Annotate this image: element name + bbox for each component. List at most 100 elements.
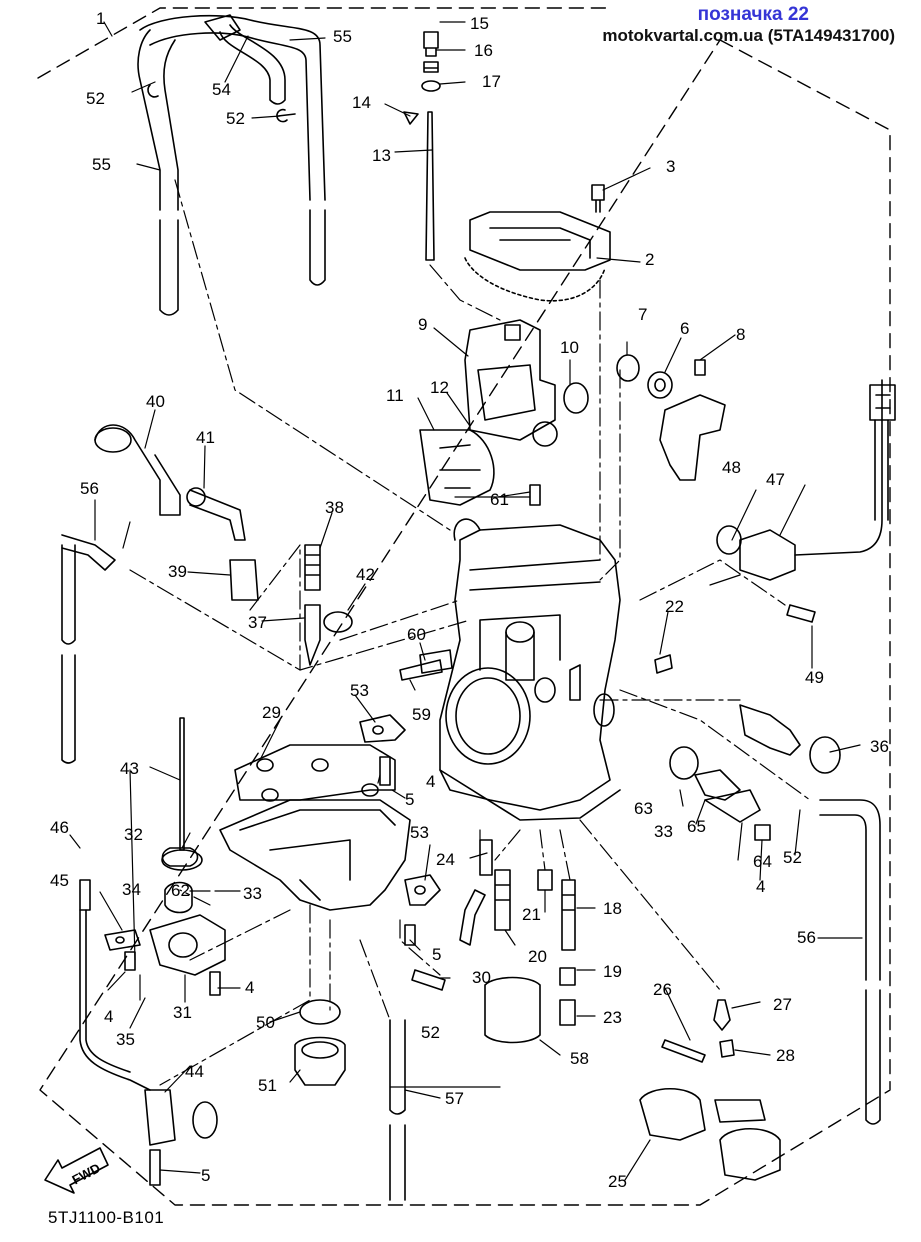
callout-40: 40 — [146, 392, 165, 411]
callout-53: 53 — [410, 823, 429, 842]
assembly-lines — [129, 179, 811, 1086]
callout-20: 20 — [528, 947, 547, 966]
bottom-parts — [294, 999, 781, 1181]
float-bowl — [219, 744, 411, 911]
callout-47: 47 — [766, 470, 785, 489]
callout-25: 25 — [608, 1172, 627, 1191]
throttle-stop-screw-assembly — [403, 31, 441, 261]
callout-52: 52 — [421, 1023, 440, 1042]
callout-51: 51 — [258, 1076, 277, 1095]
callout-6: 6 — [680, 319, 689, 338]
callout-64: 64 — [753, 852, 772, 871]
callout-4: 4 — [245, 978, 254, 997]
callout-55: 55 — [333, 27, 352, 46]
callout-5: 5 — [201, 1166, 210, 1185]
callout-1: 1 — [96, 9, 105, 28]
callout-52: 52 — [86, 89, 105, 108]
callout-29: 29 — [262, 703, 281, 722]
callout-62: 62 — [171, 881, 190, 900]
callout-7: 7 — [638, 305, 647, 324]
diagram-code: 5TJ1100-B101 — [48, 1208, 165, 1227]
page-title: позначка 22 — [697, 4, 809, 25]
callout-5: 5 — [432, 945, 441, 964]
jets-cluster — [459, 839, 576, 1044]
callout-53: 53 — [350, 681, 369, 700]
callout-36: 36 — [870, 737, 889, 756]
callout-10: 10 — [560, 338, 579, 357]
callout-4: 4 — [104, 1007, 113, 1026]
callout-56: 56 — [797, 928, 816, 947]
callout-55: 55 — [92, 155, 111, 174]
throttle-position-sensor — [716, 379, 896, 623]
vent-hose-assembly — [137, 14, 326, 316]
leader-lines — [69, 21, 863, 1181]
callout-56: 56 — [80, 479, 99, 498]
callout-11: 11 — [386, 386, 404, 405]
carburetor-body — [439, 518, 621, 821]
callout-57: 57 — [445, 1089, 464, 1108]
callout-58: 58 — [570, 1049, 589, 1068]
callout-49: 49 — [805, 668, 824, 687]
callout-34: 34 — [122, 880, 141, 899]
accelerator-pump-parts — [654, 654, 841, 841]
callout-23: 23 — [603, 1008, 622, 1027]
callout-60: 60 — [407, 625, 426, 644]
callout-38: 38 — [325, 498, 344, 517]
callout-21: 21 — [522, 905, 541, 924]
callout-61: 61 — [490, 490, 509, 509]
cable-assembly — [79, 879, 218, 1186]
callout-8: 8 — [736, 325, 745, 344]
callout-65: 65 — [687, 817, 706, 836]
callout-30: 30 — [472, 968, 491, 987]
callout-52: 52 — [226, 109, 245, 128]
callout-19: 19 — [603, 962, 622, 981]
callout-4: 4 — [426, 772, 435, 791]
callout-31: 31 — [173, 1003, 192, 1022]
callout-42: 42 — [356, 565, 375, 584]
callout-3: 3 — [666, 157, 675, 176]
callout-18: 18 — [603, 899, 622, 918]
jet-needle — [161, 717, 203, 871]
callout-41: 41 — [196, 428, 215, 447]
callout-12: 12 — [430, 378, 449, 397]
callout-33: 33 — [243, 884, 262, 903]
callout-15: 15 — [470, 14, 489, 33]
callout-26: 26 — [653, 980, 672, 999]
callout-13: 13 — [372, 146, 391, 165]
drain-hoses — [61, 534, 881, 1201]
frame-outline — [37, 7, 891, 1206]
callout-59: 59 — [412, 705, 431, 724]
callout-46: 46 — [50, 818, 69, 837]
source-caption: motokvartal.com.ua (5TA149431700) — [602, 26, 895, 45]
throttle-lever-bracket — [616, 354, 726, 481]
float-assembly — [104, 847, 226, 976]
starter-plunger-assembly — [94, 424, 353, 666]
callout-63: 63 — [634, 799, 653, 818]
callout-17: 17 — [482, 72, 501, 91]
callout-5: 5 — [405, 790, 414, 809]
callout-22: 22 — [665, 597, 684, 616]
callout-28: 28 — [776, 1046, 795, 1065]
callout-43: 43 — [120, 759, 139, 778]
callout-24: 24 — [436, 850, 455, 869]
callout-16: 16 — [474, 41, 493, 60]
callout-48: 48 — [722, 458, 741, 477]
callout-39: 39 — [168, 562, 187, 581]
callout-37: 37 — [248, 613, 267, 632]
callout-4: 4 — [756, 877, 765, 896]
callout-33: 33 — [654, 822, 673, 841]
callout-9: 9 — [418, 315, 427, 334]
top-cover-assembly — [464, 184, 611, 302]
callout-27: 27 — [773, 995, 792, 1014]
callout-35: 35 — [116, 1030, 135, 1049]
callout-52: 52 — [783, 848, 802, 867]
callout-44: 44 — [185, 1062, 204, 1081]
fwd-arrow-icon: FWD — [44, 1147, 109, 1194]
callout-50: 50 — [256, 1013, 275, 1032]
callout-54: 54 — [212, 80, 231, 99]
callout-2: 2 — [645, 250, 654, 269]
callout-32: 32 — [124, 825, 143, 844]
